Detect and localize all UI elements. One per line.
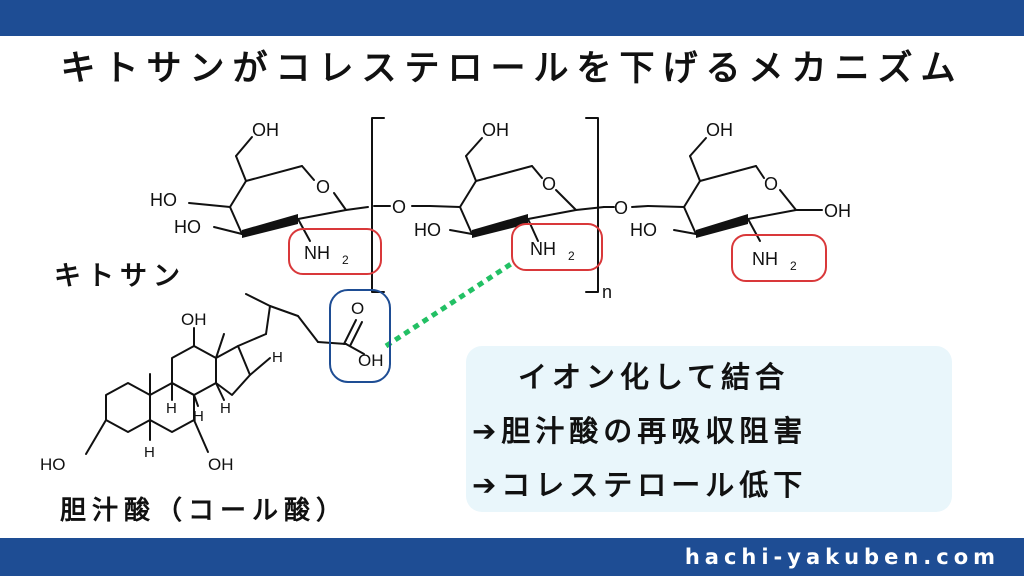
ring-3-ring-oxygen: O [764, 174, 778, 194]
mechanism-info-box [466, 346, 952, 512]
ring-3-oh-top: OH [706, 120, 733, 140]
ring-1-oh-top: OH [252, 120, 279, 140]
bile-3-ho: HO [40, 455, 66, 474]
ring-2-ring-oxygen: O [542, 174, 556, 194]
bile-h-c9: H [193, 408, 204, 425]
bile-h-c8: H [166, 400, 177, 417]
bile-acid-skeleton [85, 293, 365, 455]
ring-3-wedge [696, 214, 748, 238]
ring-2-ho-left: HO [414, 220, 441, 240]
ring-3-oh-right: OH [824, 201, 851, 221]
bile-h-c17: H [272, 349, 283, 366]
ring-1-ho-left-lower: HO [174, 217, 201, 237]
top-banner [0, 0, 1024, 36]
bile-12-oh: OH [181, 310, 207, 329]
ring-2-oh-top: OH [482, 120, 509, 140]
amine-highlight-3 [731, 234, 827, 282]
ring-3-ho-left: HO [630, 220, 657, 240]
page-title: キトサンがコレステロールを下げるメカニズム [60, 49, 964, 89]
linkage-oxygen-1: O [392, 197, 406, 217]
mechanism-line-ionic-binding: イオン化して結合 [518, 360, 790, 394]
bottom-banner [0, 538, 1024, 576]
ring-2-wedge [472, 214, 528, 238]
ring-2-nh: NH [530, 239, 556, 259]
linkage-oxygen-2: O [614, 198, 628, 218]
ring-3-nh: NH [752, 249, 778, 269]
ring-1-wedge [242, 214, 298, 238]
bile-h-c14: H [220, 400, 231, 417]
bile-carboxyl-oh: OH [358, 351, 384, 370]
amine-highlight-1 [288, 228, 382, 275]
ring-3-nh-subscript: 2 [790, 259, 797, 273]
bile-acid-label: 胆汁酸（コール酸） [60, 496, 349, 526]
mechanism-line-cholesterol: ➔コレステロール低下 [472, 468, 808, 502]
bile-h-c5: H [144, 444, 155, 461]
chitosan-label: キトサン [54, 261, 186, 292]
interaction-dotted-line [384, 259, 516, 349]
ring-2-nh-subscript: 2 [568, 249, 575, 263]
polymer-bracket-right [585, 117, 599, 293]
mechanism-line-reabsorption: ➔胆汁酸の再吸収阻害 [472, 414, 808, 448]
ring-1-ring-oxygen: O [316, 177, 330, 197]
bile-carboxyl-oxygen: O [351, 299, 364, 318]
carboxyl-highlight [329, 289, 391, 383]
amine-highlight-2 [511, 223, 603, 271]
polymer-repeat-n: n [602, 282, 612, 302]
bile-7-oh: OH [208, 455, 234, 474]
ring-1-nh: NH [304, 243, 330, 263]
footer-site-url: hachi-yakuben.com [684, 545, 1000, 569]
ring-1-nh-subscript: 2 [342, 253, 349, 267]
ring-1-ho-left-upper: HO [150, 190, 177, 210]
